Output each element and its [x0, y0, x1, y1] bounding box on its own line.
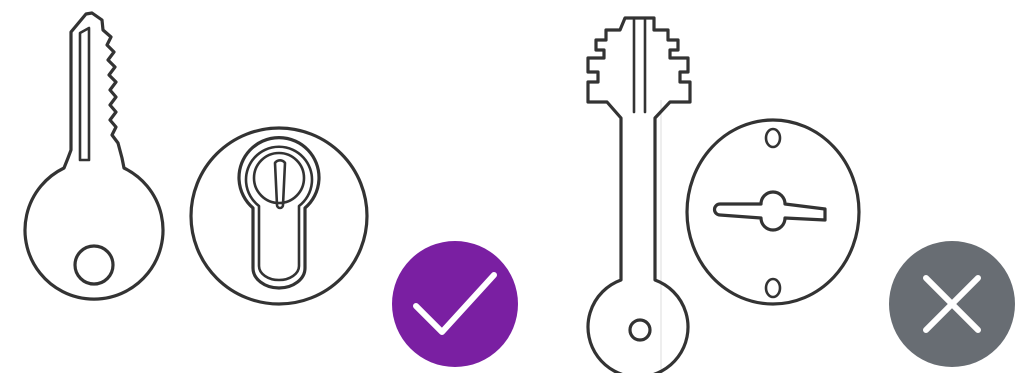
cylinder-key-groove [80, 28, 89, 160]
rejected-group [588, 18, 1015, 373]
cylinder-keyway [275, 160, 285, 208]
cylinder-key-outline [25, 13, 163, 299]
check-badge [392, 241, 518, 367]
accepted-group [25, 13, 518, 367]
double-bit-key-icon [588, 18, 690, 373]
escutcheon-screw-top [766, 129, 780, 147]
lock-plate-outer [191, 128, 367, 304]
double-bit-key-shaft-groove [634, 20, 645, 112]
escutcheon-screw-bottom [766, 279, 780, 297]
cylinder-key-hole [75, 246, 113, 284]
lever-keyhole [715, 192, 826, 230]
check-badge-circle [392, 241, 518, 367]
lever-lock-keyhole-icon [687, 120, 859, 304]
cylinder-key-icon [25, 13, 163, 299]
euro-cylinder-lock-icon [191, 128, 367, 304]
cross-badge [889, 241, 1015, 367]
double-bit-key-hole [630, 320, 650, 340]
